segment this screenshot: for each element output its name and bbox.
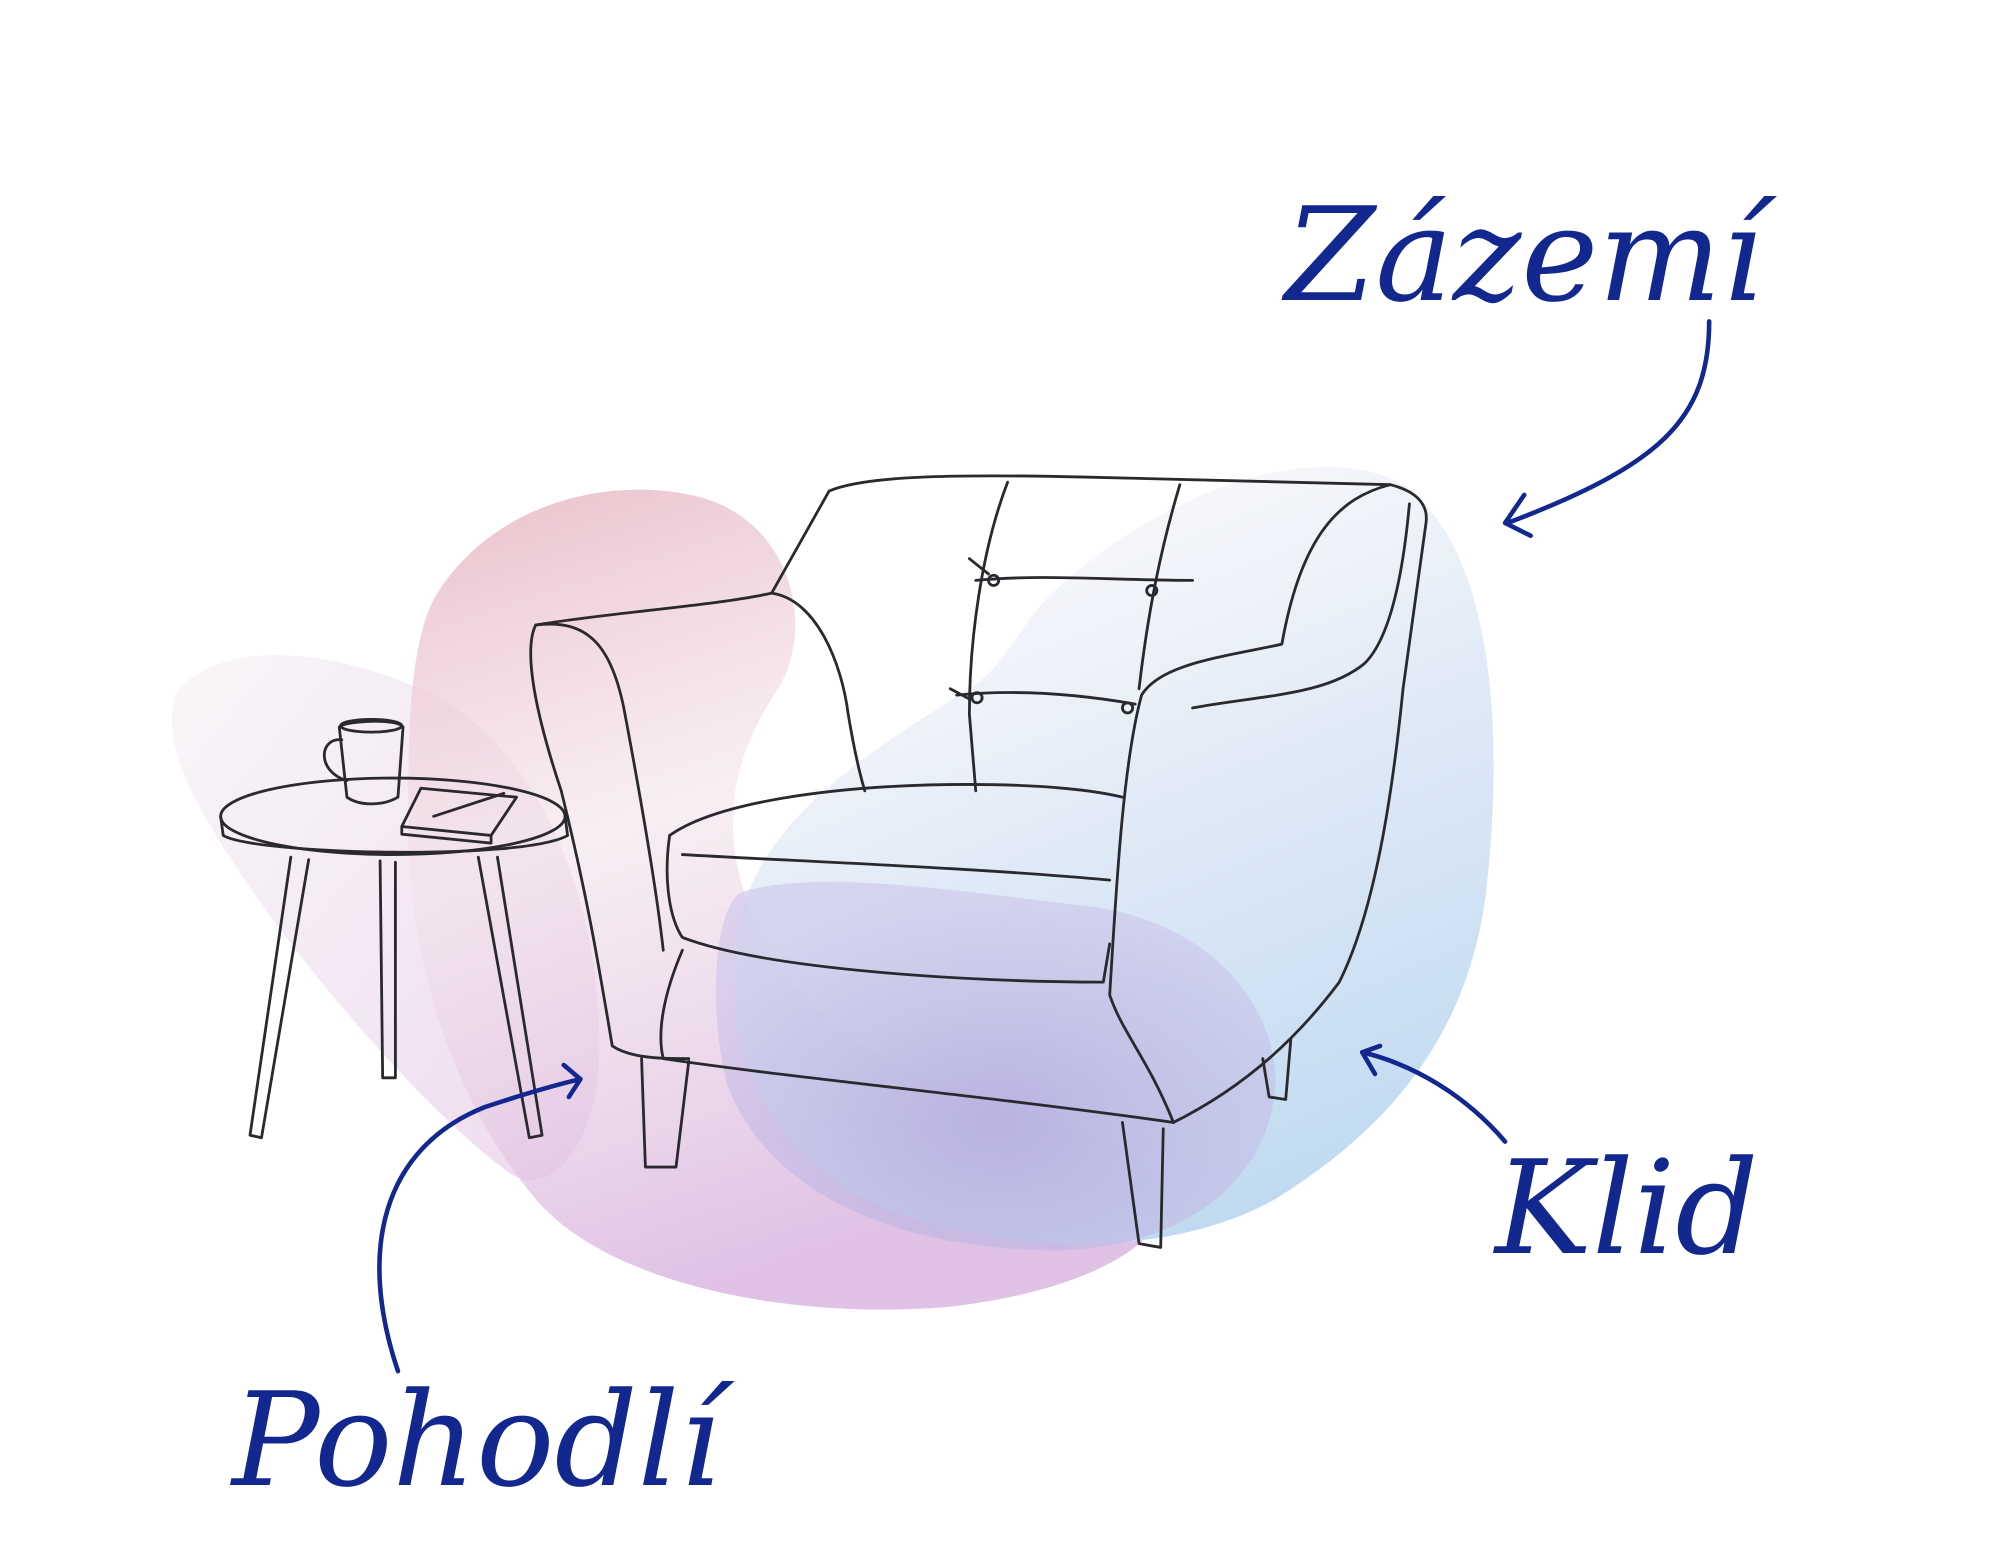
label-pohodli: Pohodlí (230, 1364, 735, 1516)
blob-purple (715, 881, 1276, 1251)
arrow-to-pohodli (377, 1062, 583, 1374)
armchair (529, 474, 1428, 1249)
pen (432, 791, 506, 818)
arrow-to-klid (1359, 1043, 1508, 1144)
arrow-to-zazemi (1502, 319, 1712, 539)
label-zazemi: Zázemí (1281, 179, 1778, 331)
mug (337, 719, 405, 806)
side-table (219, 717, 570, 1140)
label-klid: Klid (1493, 1132, 1759, 1284)
